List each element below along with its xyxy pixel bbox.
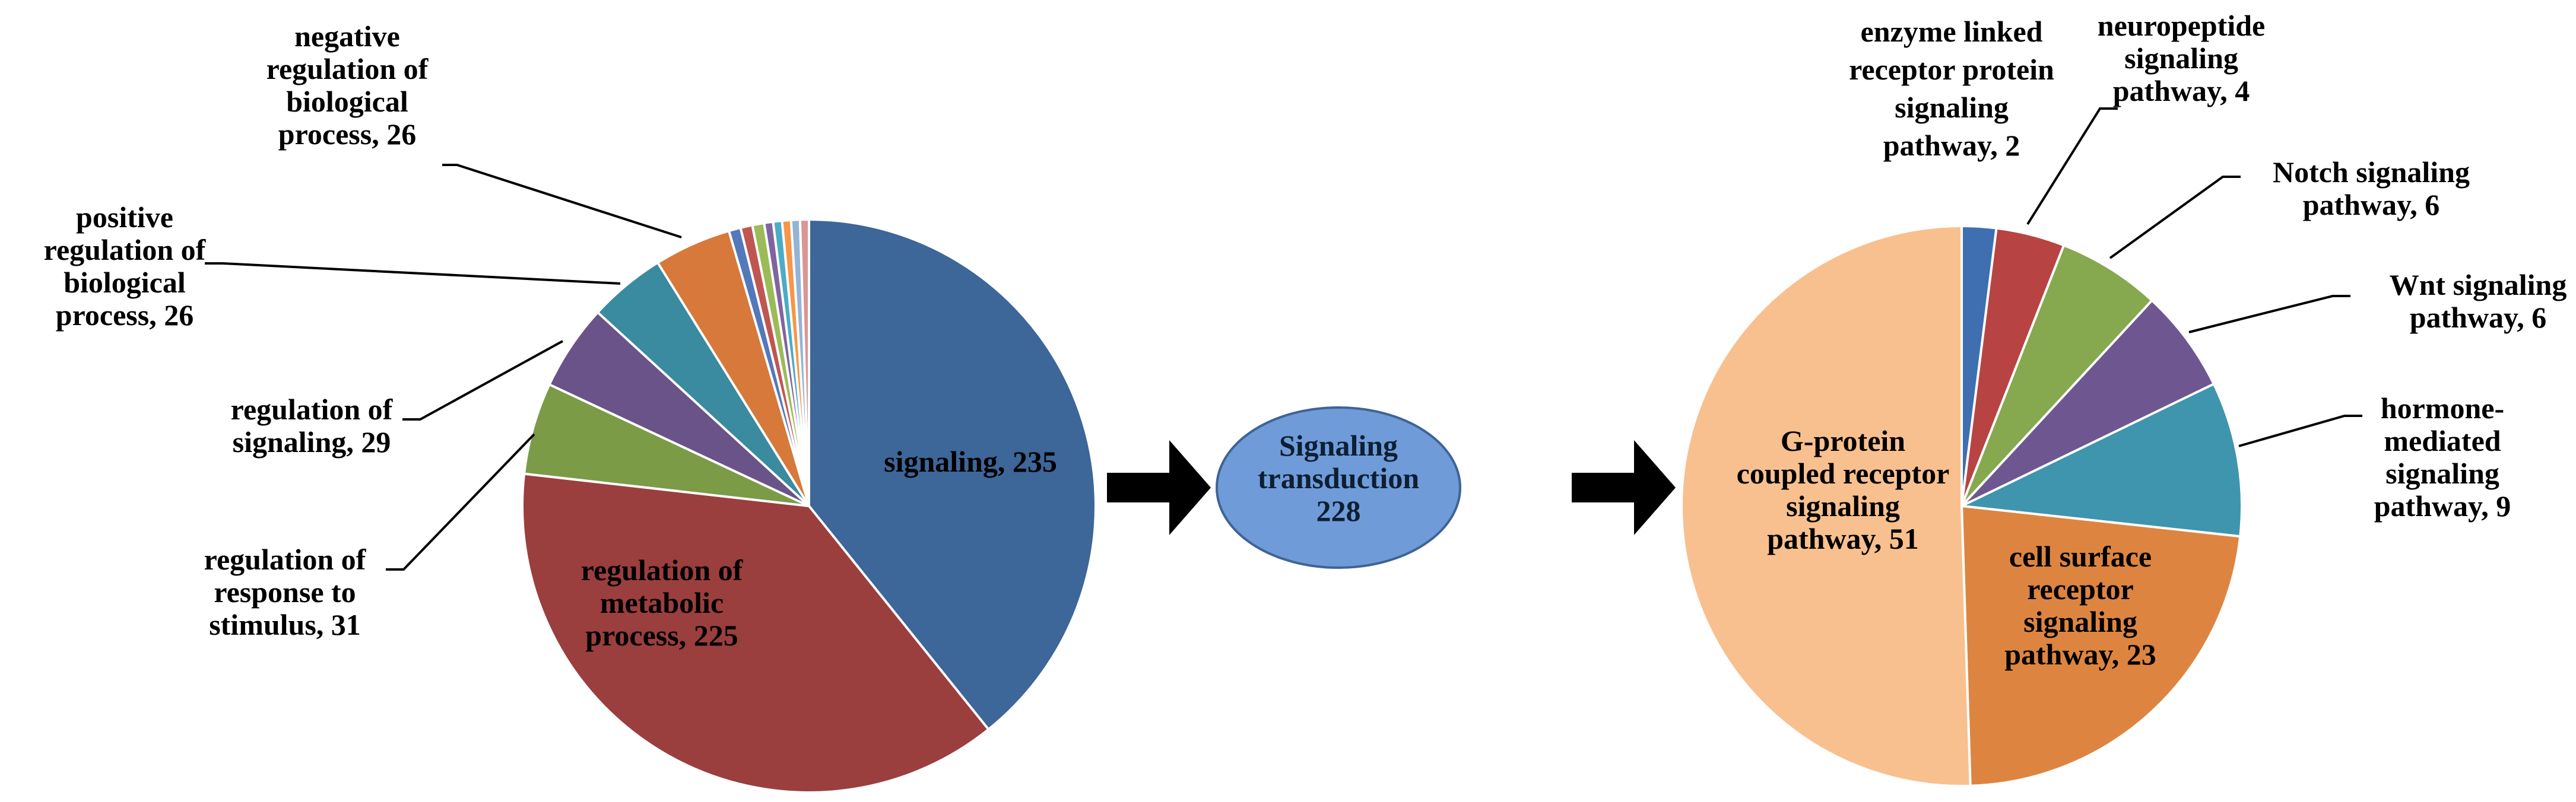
label-line: regulation of bbox=[581, 553, 744, 587]
label-line: 228 bbox=[1316, 494, 1361, 527]
leader-line-notch bbox=[2109, 176, 2241, 259]
leader-line-negative bbox=[442, 164, 682, 238]
label-line: receptor bbox=[2027, 572, 2134, 606]
label-line: positive bbox=[76, 200, 173, 234]
pie-slice bbox=[1960, 504, 2242, 787]
label-line: pathway, 4 bbox=[2113, 74, 2250, 107]
label-line: negative bbox=[294, 20, 400, 53]
label-line: signaling, 235 bbox=[884, 445, 1057, 478]
label-line: process, 225 bbox=[585, 619, 738, 652]
pie-slice bbox=[522, 383, 810, 507]
leader-line-positive bbox=[205, 262, 621, 285]
leader-line-neuro bbox=[2026, 107, 2118, 225]
label-line: pathway, 6 bbox=[2303, 188, 2440, 221]
label-line: biological bbox=[286, 85, 408, 118]
pie-slice bbox=[1957, 382, 2244, 538]
arrow-right-icon bbox=[1572, 440, 1676, 535]
label-p1-signaling: signaling, 235 bbox=[884, 445, 1057, 478]
label-line: response to bbox=[214, 575, 356, 609]
label-line: regulation of bbox=[204, 543, 367, 576]
leader-line-wnt bbox=[2188, 295, 2350, 333]
label-line: hormone- bbox=[2381, 392, 2504, 425]
label-line: enzyme linked bbox=[1861, 15, 2043, 48]
label-line: G-protein bbox=[1781, 424, 1905, 457]
label-line: regulation of bbox=[44, 233, 207, 266]
label-line: signaling bbox=[2124, 42, 2238, 75]
leader-line-response bbox=[386, 433, 535, 571]
label-line: signaling bbox=[1895, 91, 2009, 124]
label-line: pathway, 6 bbox=[2410, 301, 2547, 334]
label-line: biological bbox=[64, 266, 186, 299]
pie-chart-signaling-pathways bbox=[1680, 224, 2244, 787]
label-line: pathway, 9 bbox=[2374, 489, 2511, 523]
pie-slice bbox=[1680, 224, 1972, 787]
label-line: signaling, 29 bbox=[233, 425, 391, 459]
label-p2-enzyme: enzyme linked receptor protein signaling pa… bbox=[1849, 15, 2054, 162]
label-line: transduction bbox=[1258, 462, 1419, 495]
label-line: signaling bbox=[1786, 489, 1900, 523]
label-line: cell surface bbox=[2009, 540, 2152, 573]
pie-slice bbox=[798, 218, 810, 507]
label-line: process, 26 bbox=[278, 117, 416, 151]
pie-slice bbox=[521, 472, 991, 794]
label-line: pathway, 2 bbox=[1883, 129, 2020, 162]
label-line: pathway, 23 bbox=[2004, 638, 2156, 671]
label-line: stimulus, 31 bbox=[209, 608, 361, 641]
label-line: metabolic bbox=[600, 586, 724, 619]
label-line: signaling bbox=[2023, 605, 2137, 638]
label-line: regulation of bbox=[267, 52, 429, 85]
pie-slice bbox=[1960, 298, 2216, 507]
label-line: receptor protein bbox=[1849, 53, 2054, 86]
label-line: regulation of bbox=[231, 393, 394, 426]
label-line: coupled receptor bbox=[1737, 457, 1950, 490]
arrow-right-icon bbox=[1107, 440, 1211, 535]
leader-line-reg-signaling bbox=[402, 340, 563, 421]
label-line: process, 26 bbox=[56, 298, 193, 332]
pie-slice bbox=[547, 310, 810, 507]
leader-lines bbox=[205, 107, 2362, 571]
pie-chart-biological-process bbox=[521, 218, 1097, 794]
pie-slice bbox=[808, 218, 1097, 731]
label-line: mediated bbox=[2384, 424, 2501, 457]
label-line: Notch signaling bbox=[2273, 155, 2470, 189]
label-line: neuropeptide bbox=[2098, 9, 2265, 42]
label-line: Signaling bbox=[1279, 429, 1398, 462]
label-line: pathway, 51 bbox=[1767, 522, 1919, 555]
label-line: signaling bbox=[2385, 457, 2499, 490]
leader-line-hormone bbox=[2238, 415, 2362, 447]
pie-slice bbox=[1960, 243, 2154, 507]
label-line: Wnt signaling bbox=[2390, 268, 2567, 301]
signaling-transduction-oval bbox=[1216, 406, 1461, 569]
